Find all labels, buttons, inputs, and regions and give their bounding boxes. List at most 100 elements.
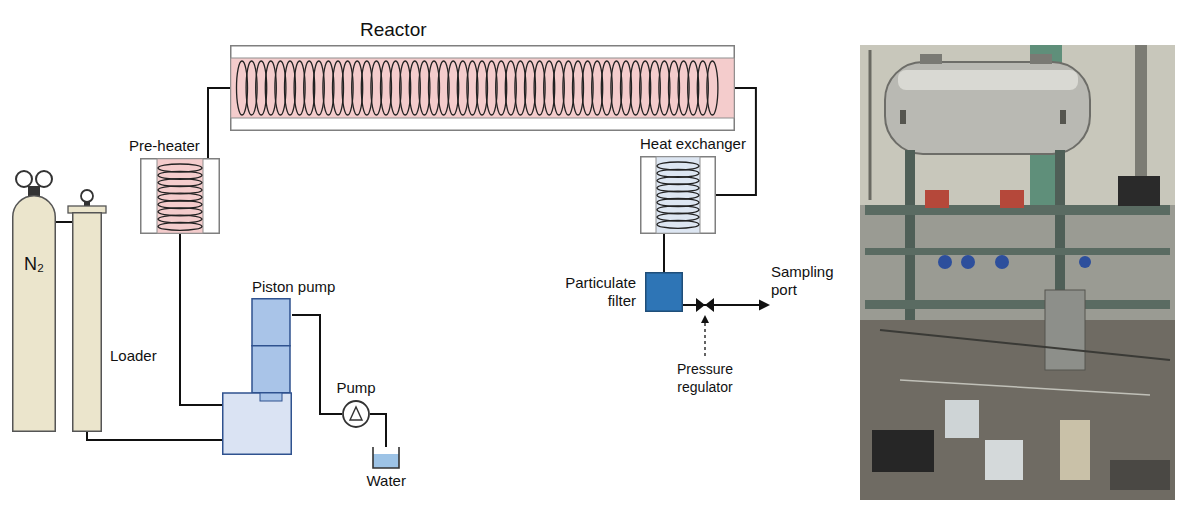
water-beaker-outline	[372, 447, 400, 469]
pipe-line	[663, 234, 665, 272]
loader-cylinder-outline-part	[68, 206, 106, 213]
lab-photo-part	[925, 190, 949, 208]
lab-photo-part	[885, 62, 1090, 154]
lab-photo-part	[1000, 190, 1024, 208]
pump-symbol: Pump	[342, 400, 370, 428]
lab-photo-part	[900, 380, 1150, 395]
pipe-connector	[56, 222, 72, 223]
loader-gauge	[81, 190, 93, 206]
pipe-line	[87, 432, 222, 440]
dashed-pointer-part	[704, 322, 705, 356]
lab-photo-part	[920, 54, 942, 64]
reactor-vessel-outline	[230, 45, 735, 131]
reactor-vessel: Reactor	[230, 45, 735, 131]
annotation-label: Pressure regulator	[665, 360, 745, 396]
lab-photo-part	[995, 255, 1009, 269]
piston-pump-outline-part	[252, 299, 290, 346]
nitrogen-regulator-part	[36, 171, 52, 187]
pump-symbol-outline-part	[350, 407, 362, 420]
node-label: Heat exchanger	[640, 135, 746, 153]
pipe-line	[370, 414, 386, 447]
loader-cylinder: Loader	[72, 212, 102, 432]
lab-photo-part	[1030, 54, 1052, 64]
pre-heater-box-outline	[140, 158, 220, 234]
valve-symbol-part	[696, 298, 705, 312]
loader-cylinder-outline	[72, 212, 102, 432]
piston-pump-outline-part	[252, 346, 290, 393]
particulate-filter-outline-part	[646, 273, 683, 312]
piston-pump-outline	[222, 298, 292, 455]
node-label: Reactor	[360, 18, 427, 41]
nitrogen-regulator-part	[28, 186, 40, 196]
piston-pump: Piston pump	[222, 298, 292, 455]
valve-symbol	[696, 298, 714, 312]
lab-photo-part	[938, 255, 952, 269]
particulate-filter-outline	[645, 272, 683, 312]
reactor-vessel-outline-part	[231, 58, 735, 118]
particulate-filter: Particulate filter	[645, 272, 683, 312]
lab-photo-part	[865, 248, 1170, 255]
dashed-pointer	[701, 315, 709, 356]
outlet-line-part	[759, 300, 770, 311]
lab-photo-part	[860, 45, 1175, 500]
loader-gauge-part	[81, 190, 93, 202]
pre-heater-box-outline-part	[141, 159, 220, 234]
reactor-vessel-outline-part	[707, 61, 718, 115]
lab-photo-part	[898, 70, 1078, 90]
pump-symbol-outline	[342, 400, 370, 428]
gas-cylinder: N₂	[12, 195, 56, 432]
node-label: Piston pump	[252, 278, 335, 296]
loader-cylinder-outline-part	[73, 213, 102, 432]
lab-photo-part	[872, 430, 934, 472]
water-beaker-outline-part	[373, 454, 399, 468]
outlet-line-part	[683, 304, 761, 306]
lab-photo-part	[985, 440, 1023, 480]
pipe-line	[208, 88, 230, 158]
nitrogen-regulator	[16, 171, 52, 196]
lab-photo-part	[945, 400, 979, 438]
gas-cylinder-outline	[12, 195, 56, 432]
piston-pump-outline-part	[260, 393, 282, 401]
pre-heater-box-outline-part	[158, 222, 202, 230]
valve-symbol-part	[705, 298, 714, 312]
heat-exchanger-box-outline-part	[641, 157, 716, 234]
gas-cylinder-outline-part	[13, 196, 56, 431]
water-beaker: Water	[372, 447, 400, 469]
pipe-line	[292, 315, 342, 414]
dashed-pointer-part	[701, 315, 709, 323]
node-label: Particulate filter	[546, 274, 636, 310]
lab-photo-part	[1060, 110, 1066, 124]
heat-exchanger-box-outline-part	[657, 220, 699, 228]
heat-exchanger-box: Heat exchanger	[640, 156, 716, 234]
piston-pump-outline-part	[223, 393, 292, 454]
pipe-connector	[87, 432, 222, 440]
pipe-line	[56, 221, 72, 223]
pipe-connector	[180, 234, 222, 405]
pre-heater-box-outline-part	[157, 159, 203, 234]
pipe-connector	[208, 88, 230, 158]
lab-photo	[860, 45, 1175, 500]
node-label: Loader	[110, 347, 157, 365]
lab-photo-part	[1045, 290, 1085, 370]
annotation-label: Sampling port	[771, 263, 835, 299]
lab-photo-part	[869, 50, 872, 200]
pipe-connector	[370, 414, 386, 447]
pipe-connector	[664, 234, 665, 272]
node-label: Water	[367, 472, 406, 490]
lab-photo-part	[961, 255, 975, 269]
pre-heater-box: Pre-heater	[140, 158, 220, 234]
pipe-line	[180, 234, 222, 405]
node-label: Pre-heater	[129, 137, 200, 155]
pipe-connector	[292, 315, 342, 414]
heat-exchanger-box-outline-part	[656, 157, 700, 234]
lab-photo-part	[865, 300, 1170, 309]
lab-photo-part	[900, 110, 906, 124]
heat-exchanger-box-outline	[640, 156, 716, 234]
pump-symbol-outline-part	[343, 401, 369, 427]
lab-photo-part	[1110, 460, 1170, 490]
lab-photo-part	[1079, 256, 1091, 268]
lab-photo-part	[860, 320, 1175, 500]
node-label: N₂	[24, 253, 44, 275]
nitrogen-regulator-part	[16, 171, 32, 187]
